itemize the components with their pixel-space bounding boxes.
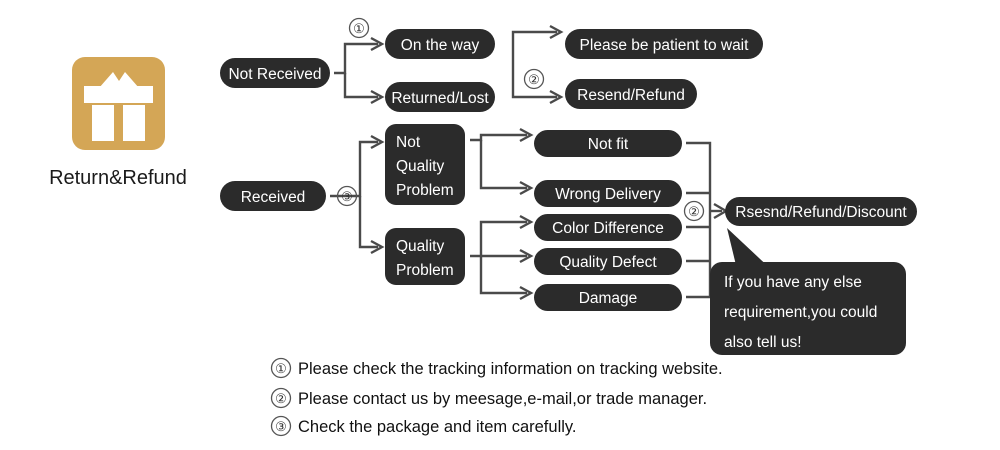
node-not-received-label: Not Received <box>228 66 321 83</box>
node-damage-label: Damage <box>579 290 638 307</box>
callout-bubble-line-2: requirement,you could <box>724 304 877 321</box>
footnote-1: ① Please check the tracking information … <box>270 357 723 379</box>
arrowhead-be-patient <box>549 24 564 40</box>
arrowhead-returnedlost <box>370 89 385 105</box>
gift-box-icon <box>72 57 165 150</box>
node-on-the-way[interactable]: On the way <box>385 29 495 59</box>
arrowhead-notquality <box>370 134 385 150</box>
node-not-quality-problem-line-2: Quality <box>396 158 444 175</box>
marker-1-label: ① <box>353 21 365 36</box>
node-color-difference-label: Color Difference <box>552 220 664 237</box>
node-received-label: Received <box>241 189 306 206</box>
callout-bubble-line-3: also tell us! <box>724 334 802 351</box>
node-final-outcome-label: Rsesnd/Refund/Discount <box>735 204 907 221</box>
arrowhead-colordifference <box>519 214 534 230</box>
footnote-1-marker: ① <box>275 361 287 376</box>
arrowhead-qualitydefect <box>519 248 534 264</box>
callout-bubble: If you have any else requirement,you cou… <box>710 228 906 355</box>
node-quality-problem-line-1: Quality <box>396 238 444 255</box>
node-resend-refund[interactable]: Resend/Refund <box>565 79 697 109</box>
node-please-be-patient[interactable]: Please be patient to wait <box>565 29 763 59</box>
node-final-outcome[interactable]: Rsesnd/Refund/Discount <box>725 197 917 226</box>
footnote-3-text: Check the package and item carefully. <box>298 418 577 436</box>
callout-bubble-line-1: If you have any else <box>724 274 862 291</box>
node-wrong-delivery[interactable]: Wrong Delivery <box>534 180 682 207</box>
node-not-fit[interactable]: Not fit <box>534 130 682 157</box>
connector-notreceived-ontheway <box>334 42 378 75</box>
node-returned-lost[interactable]: Returned/Lost <box>385 82 495 112</box>
marker-2-bottom-label: ② <box>688 204 700 219</box>
node-not-quality-problem-line-1: Not <box>396 134 421 151</box>
arrowhead-damage <box>519 285 534 301</box>
arrowhead-ontheway <box>370 36 385 52</box>
footnote-2: ② Please contact us by meesage,e-mail,or… <box>270 387 707 409</box>
footnote-3: ③ Check the package and item carefully. <box>270 415 577 437</box>
marker-circle-3: ③ <box>336 185 358 207</box>
node-on-the-way-label: On the way <box>401 37 480 54</box>
node-received[interactable]: Received <box>220 181 326 211</box>
arrowhead-notfit <box>519 127 534 143</box>
connector-quality-colordifference <box>470 220 527 258</box>
marker-2-top-label: ② <box>528 72 540 87</box>
node-quality-problem[interactable]: Quality Problem <box>385 228 465 285</box>
connector-to-be-patient <box>511 30 557 44</box>
arrowhead-wrongdelivery <box>519 180 534 196</box>
arrowhead-resend-refund <box>549 89 564 105</box>
icon-label: Return&Refund <box>49 167 187 189</box>
footnote-2-text: Please contact us by meesage,e-mail,or t… <box>298 390 707 408</box>
footnote-3-marker: ③ <box>275 419 287 434</box>
marker-circle-2-bottom: ② <box>683 200 705 222</box>
connector-received-notquality <box>330 140 378 198</box>
node-resend-refund-label: Resend/Refund <box>577 87 685 104</box>
footnote-2-marker: ② <box>275 391 287 406</box>
connector-notquality-wrongdelivery <box>479 140 527 190</box>
node-color-difference[interactable]: Color Difference <box>534 214 682 241</box>
node-please-be-patient-label: Please be patient to wait <box>580 37 750 54</box>
connector-notreceived-returnedlost <box>343 73 378 99</box>
node-not-received[interactable]: Not Received <box>220 58 330 88</box>
connector-notfit-bus <box>686 141 712 211</box>
footnote-1-text: Please check the tracking information on… <box>298 360 723 378</box>
marker-circle-1: ① <box>348 17 370 39</box>
connector-notquality-notfit <box>470 133 527 142</box>
node-returned-lost-label: Returned/Lost <box>391 90 489 107</box>
node-not-fit-label: Not fit <box>588 136 629 153</box>
node-quality-defect[interactable]: Quality Defect <box>534 248 682 275</box>
connector-received-quality <box>358 196 378 249</box>
node-wrong-delivery-label: Wrong Delivery <box>555 186 661 203</box>
marker-3-label: ③ <box>341 189 353 204</box>
node-quality-defect-label: Quality Defect <box>559 254 657 271</box>
node-quality-problem-line-2: Problem <box>396 262 454 279</box>
node-not-quality-problem-line-3: Problem <box>396 182 454 199</box>
connector-quality-damage <box>479 256 527 295</box>
node-not-quality-problem[interactable]: Not Quality Problem <box>385 124 465 205</box>
connector-damage-bus <box>686 211 712 299</box>
marker-circle-2-top: ② <box>523 68 545 90</box>
arrowhead-quality <box>370 239 385 255</box>
connector-to-resend-refund <box>511 44 557 99</box>
node-damage[interactable]: Damage <box>534 284 682 311</box>
